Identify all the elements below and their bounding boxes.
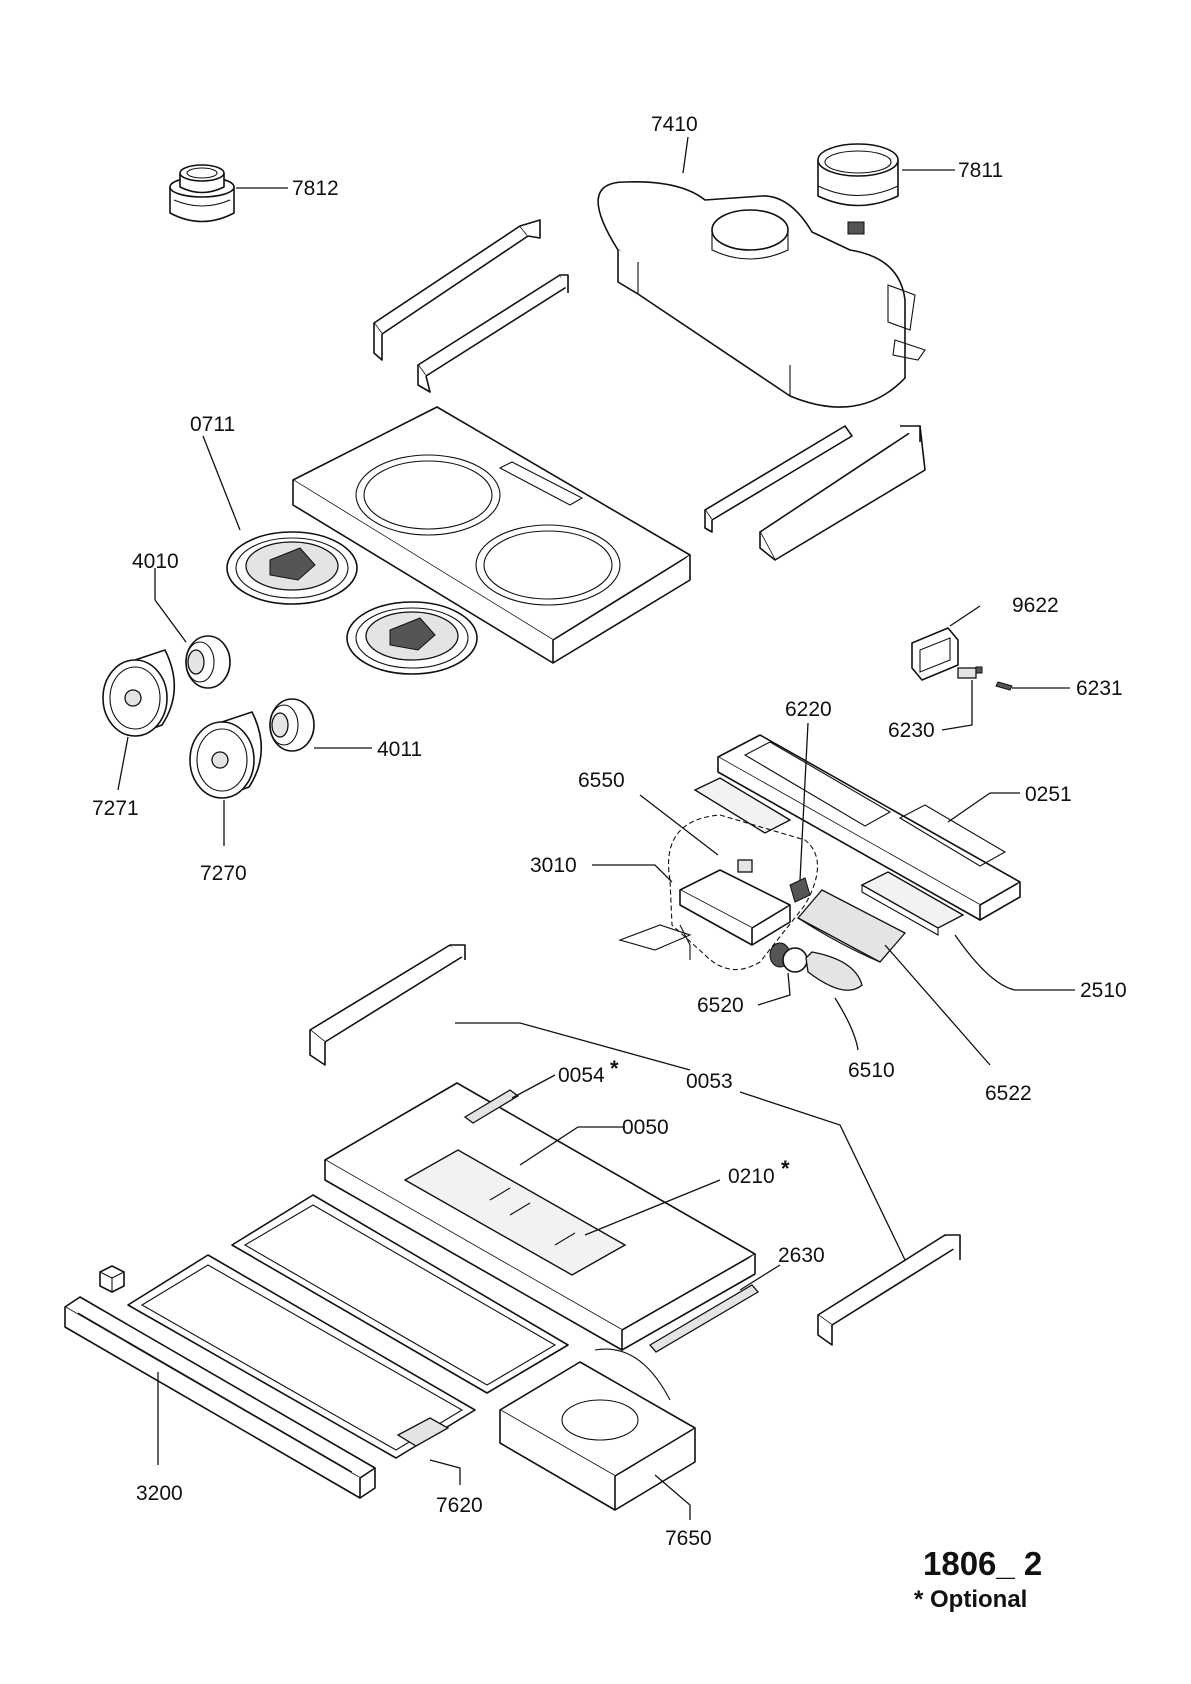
callout-6510: 6510 [848,1059,895,1082]
part-6520-lampholder [769,942,808,973]
part-upper-rails-left [373,219,569,393]
leader-7271 [117,736,129,791]
part-3010-control-group [618,814,818,971]
callout-7271: 7271 [92,797,139,820]
leader-6522 [884,944,991,1066]
leader-2510 [954,934,1075,991]
leader-0050 [519,1126,625,1166]
drawing-id: 1806_ 2 [923,1545,1042,1582]
callout-6550: 6550 [578,769,625,792]
part-6231-clip [995,681,1013,691]
part-upper-rails-right [704,425,926,561]
callout-7620: 7620 [436,1494,483,1517]
leader-7620 [429,1459,461,1485]
part-4010-motor [185,635,231,689]
callout-6231: 6231 [1076,677,1123,700]
callout-0251: 0251 [1025,783,1072,806]
leader-0711 [202,435,241,531]
part-7270-impeller [189,711,263,799]
part-7620-filter-rear [231,1194,569,1394]
leader-6220 [799,722,809,881]
leader-7650 [654,1474,691,1520]
leader-9622 [949,605,981,627]
part-7410-blower-housing [597,181,926,408]
callout-6230: 6230 [888,719,935,742]
leader-6230 [941,680,973,731]
optional-star-0054: * [610,1056,619,1081]
callout-6520: 6520 [697,994,744,1017]
leader-6510 [834,997,859,1051]
callout-7650: 7650 [665,1527,712,1550]
part-motor-mount-ring-left [226,531,358,605]
callout-3200: 3200 [136,1482,183,1505]
part-6522-reflector [796,889,907,963]
part-6230-switch [957,666,983,679]
part-motor-mount-ring-right [346,601,478,675]
leader-0053-a [455,1022,691,1071]
leader-6550 [639,794,719,856]
part-7620-filter-front [127,1254,476,1459]
part-small-clip [99,1265,125,1293]
callout-0210: 0210 [728,1165,775,1188]
leader-4010-b [154,599,187,643]
callout-2630: 2630 [778,1244,825,1267]
part-7811-outlet-collar [817,143,899,207]
part-0251-lamp-frame [693,734,1021,921]
part-3200-front-trim [64,1296,376,1499]
part-7812-adapter [169,164,235,223]
callout-0050: 0050 [622,1116,669,1139]
callout-6220: 6220 [785,698,832,721]
part-7271-impeller [102,649,176,737]
part-4011-motor [269,698,315,752]
callout-9622: 9622 [1012,594,1059,617]
callout-0054: 0054 [558,1064,605,1087]
callout-0711: 0711 [190,413,235,436]
part-9622-bracket [911,627,959,681]
part-0711-base-plate [292,406,691,664]
callout-4011: 4011 [377,738,422,761]
part-0053-rail-left [309,944,466,1066]
part-0053-rail-right [817,1234,961,1346]
leader-6520 [757,972,791,1006]
callout-7270: 7270 [200,862,247,885]
part-7650-recirculation-box [499,1348,696,1511]
callout-7812: 7812 [292,177,339,200]
part-0054-bracket [463,1089,520,1124]
leader-3010 [592,864,673,883]
part-0050-bottom-panel [324,1082,756,1351]
leader-0210 [584,1179,721,1236]
leader-0251-a [947,792,991,823]
leader-7410 [682,136,689,174]
optional-footnote: * Optional [914,1586,1027,1613]
callout-7811: 7811 [958,159,1003,182]
part-2630-slide [649,1284,759,1353]
callout-0053: 0053 [686,1070,733,1093]
callout-6522: 6522 [985,1082,1032,1105]
leader-2630 [739,1264,781,1291]
part-2510-lamp-glass [860,871,965,936]
callout-2510: 2510 [1080,979,1127,1002]
callout-3010: 3010 [530,854,577,877]
callout-7410: 7410 [651,113,698,136]
callout-4010: 4010 [132,550,179,573]
optional-star-0210: * [781,1156,790,1181]
leader-0053-b [739,1091,906,1261]
part-6510-bulb [805,951,863,991]
leader-0054 [511,1074,556,1099]
